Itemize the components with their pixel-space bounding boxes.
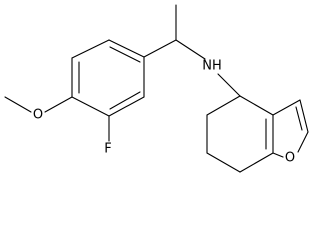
bond-ch-aryl bbox=[143, 39, 177, 58]
bond-c3-c2 bbox=[299, 99, 309, 133]
furan-oxygen-label: O bbox=[285, 151, 295, 166]
amine-label: NH bbox=[202, 59, 222, 74]
bond-c3-c2-inner bbox=[295, 106, 303, 131]
bond-c7-c7a bbox=[239, 152, 274, 173]
bond-ar-o bbox=[44, 96, 73, 113]
bond-c3a-c4 bbox=[239, 95, 274, 116]
fluorine-label: F bbox=[104, 142, 111, 157]
bond-ar-5-6 bbox=[108, 96, 145, 117]
bond-ch-n bbox=[175, 39, 206, 60]
bond-o-c7a bbox=[272, 152, 284, 158]
bond-c4-c5 bbox=[206, 95, 241, 116]
methoxy-oxygen-label: O bbox=[33, 108, 43, 123]
bond-ar-5-6-inner bbox=[109, 91, 141, 110]
bond-c2-o bbox=[297, 131, 309, 153]
bond-ar-1-2-inner bbox=[109, 46, 141, 63]
bond-ar-4-5 bbox=[71, 96, 110, 117]
bond-n-c4 bbox=[217, 73, 241, 97]
bond-ar-1-2 bbox=[108, 39, 145, 58]
bond-c3a-c3 bbox=[272, 99, 301, 116]
bond-ar-2-3 bbox=[71, 39, 110, 59]
bond-c6-c7 bbox=[206, 152, 241, 173]
molecule-drawing: NH O F O bbox=[4, 4, 309, 173]
bond-o-methyl bbox=[4, 96, 32, 113]
